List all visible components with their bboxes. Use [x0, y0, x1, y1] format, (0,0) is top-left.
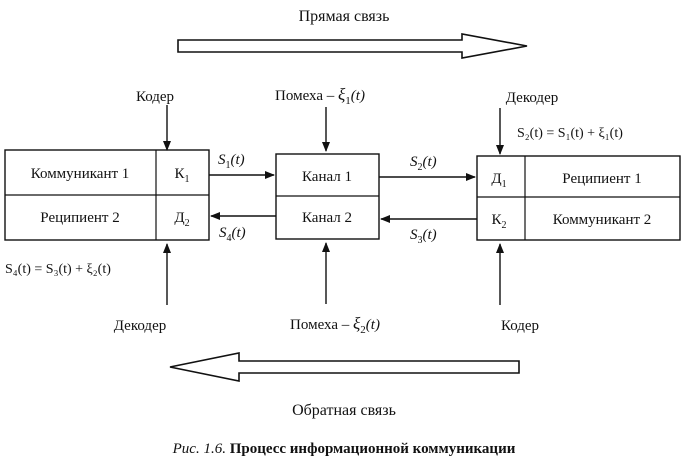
backward-label: Обратная связь	[292, 402, 396, 419]
formula-bottom-left: S₄(t) = S₃(t) + ξ₂(t)	[5, 262, 111, 277]
noise-bottom-label: Помеха – ξ2(t)	[290, 314, 380, 336]
right-communicant: Коммуникант 2	[553, 212, 652, 228]
signal-s2: S2(t)	[410, 154, 437, 173]
coder-bottom-label: Кодер	[501, 318, 539, 334]
coder-top-label: Кодер	[136, 89, 174, 105]
decoder-top-label: Декодер	[506, 90, 558, 106]
left-recipient: Реципиент 2	[40, 210, 119, 226]
decoder-bottom-label: Декодер	[114, 318, 166, 334]
channel-2: Канал 2	[302, 210, 352, 226]
forward-label: Прямая связь	[299, 8, 390, 25]
backward-arrow	[169, 352, 520, 382]
noise-top-label: Помеха – ξ1(t)	[275, 85, 365, 107]
channel-1: Канал 1	[302, 169, 352, 185]
figure-caption: Рис. 1.6. Процесс информационной коммуни…	[172, 441, 516, 457]
right-decoder-cell: Д1	[491, 171, 506, 190]
left-coder-cell: К1	[174, 166, 189, 185]
left-communicant: Коммуникант 1	[31, 166, 130, 182]
right-box	[476, 155, 681, 241]
signal-s1: S1(t)	[218, 152, 245, 171]
left-decoder-cell: Д2	[174, 210, 189, 229]
right-recipient: Реципиент 1	[562, 171, 641, 187]
right-coder-cell: К2	[491, 212, 506, 231]
forward-arrow	[177, 33, 528, 59]
signal-s3: S3(t)	[410, 227, 437, 246]
signal-s4: S4(t)	[219, 225, 246, 244]
formula-top-right: S₂(t) = S₁(t) + ξ₁(t)	[517, 126, 623, 141]
